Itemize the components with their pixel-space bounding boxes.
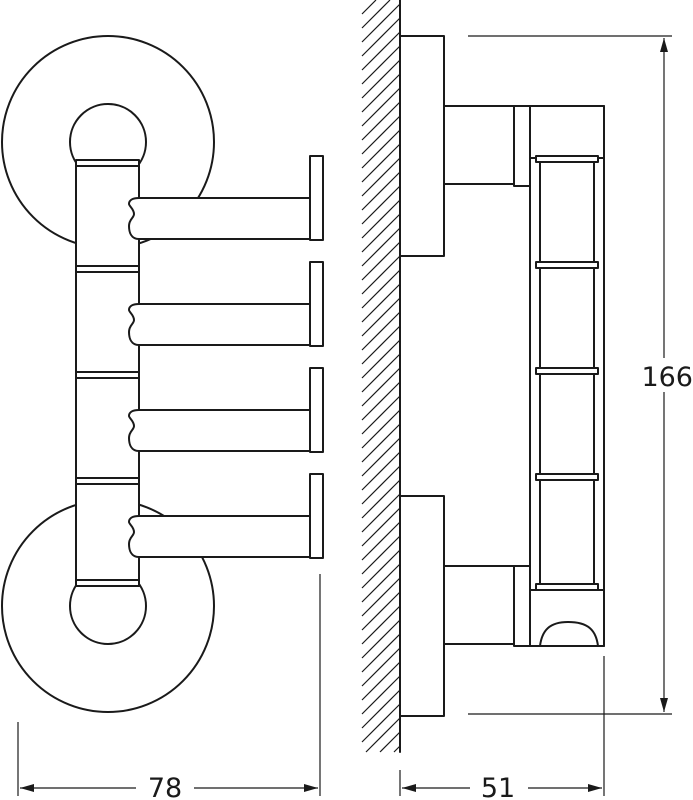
hatch-line bbox=[361, 395, 401, 435]
hatch-line bbox=[361, 101, 401, 141]
hatch-line bbox=[361, 507, 401, 547]
hatch-line bbox=[361, 465, 401, 505]
bottom-flange-side bbox=[399, 495, 445, 717]
hatch-line bbox=[361, 325, 401, 365]
hatch-line bbox=[361, 647, 401, 687]
hatch-line bbox=[361, 31, 401, 71]
hatch-line bbox=[361, 143, 401, 183]
hatch-line bbox=[361, 661, 401, 701]
hatch-line bbox=[361, 171, 401, 211]
hatch-line bbox=[361, 423, 401, 463]
side-rod-rings bbox=[535, 155, 599, 591]
hatch-line bbox=[361, 241, 401, 281]
hatch-line bbox=[361, 73, 401, 113]
hatch-line bbox=[361, 689, 401, 729]
hatch-line bbox=[361, 213, 401, 253]
hatch-line bbox=[361, 311, 401, 351]
hatch-line bbox=[361, 381, 401, 421]
side-view: 51 166 bbox=[361, 0, 693, 800]
swivel-arm-2 bbox=[128, 261, 324, 347]
hatch-line bbox=[361, 3, 401, 43]
hatch-line bbox=[361, 675, 401, 715]
hatch-line bbox=[361, 409, 401, 449]
top-mount-block bbox=[443, 105, 527, 185]
hatch-line bbox=[361, 157, 401, 197]
column-rings bbox=[75, 159, 140, 587]
height-dimension: 166 bbox=[468, 35, 693, 715]
hatch-line bbox=[361, 297, 401, 337]
front-view: 78 bbox=[1, 35, 324, 800]
hatch-line bbox=[361, 185, 401, 225]
hatch-line bbox=[393, 745, 401, 753]
bottom-connector bbox=[513, 565, 531, 647]
hatch-line bbox=[361, 563, 401, 603]
hatch-line bbox=[361, 0, 377, 15]
hatch-line bbox=[361, 549, 401, 589]
hatch-line bbox=[361, 367, 401, 407]
depth-label: 51 bbox=[481, 773, 515, 800]
hatch-line bbox=[361, 479, 401, 519]
width-dimension: 78 bbox=[17, 574, 321, 800]
hatch-line bbox=[361, 0, 391, 29]
hatch-line bbox=[361, 255, 401, 295]
hatch-line bbox=[361, 535, 401, 575]
hatch-line bbox=[361, 87, 401, 127]
hatch-line bbox=[361, 199, 401, 239]
swivel-arm-3 bbox=[128, 367, 324, 453]
wall-hatch bbox=[361, 0, 401, 753]
hatch-line bbox=[361, 45, 401, 85]
hatch-line bbox=[361, 17, 401, 57]
hatch-line bbox=[361, 115, 401, 155]
hatch-line bbox=[361, 633, 401, 673]
top-connector bbox=[513, 105, 531, 187]
hatch-line bbox=[361, 227, 401, 267]
hatch-line bbox=[361, 59, 401, 99]
hatch-line bbox=[361, 283, 401, 323]
hatch-line bbox=[361, 493, 401, 533]
side-rod-bottom-bracket bbox=[529, 589, 605, 647]
depth-dimension: 51 bbox=[399, 656, 605, 800]
hatch-line bbox=[361, 437, 401, 477]
hatch-line bbox=[361, 339, 401, 379]
swivel-arm-1 bbox=[128, 155, 324, 241]
hatch-line bbox=[361, 591, 401, 631]
width-label: 78 bbox=[148, 773, 182, 800]
hatch-line bbox=[361, 605, 401, 645]
hatch-line bbox=[379, 731, 401, 753]
hatch-line bbox=[361, 353, 401, 393]
hatch-line bbox=[361, 269, 401, 309]
top-flange-side bbox=[399, 35, 445, 257]
hatch-line bbox=[361, 451, 401, 491]
hatch-line bbox=[361, 619, 401, 659]
hatch-line bbox=[365, 717, 401, 753]
hatch-line bbox=[361, 703, 401, 743]
hatch-line bbox=[361, 577, 401, 617]
side-rod-top-cap bbox=[529, 105, 605, 159]
hatch-line bbox=[361, 521, 401, 561]
height-label: 166 bbox=[641, 362, 693, 393]
swivel-arm-4 bbox=[128, 473, 324, 559]
hatch-line bbox=[361, 129, 401, 169]
